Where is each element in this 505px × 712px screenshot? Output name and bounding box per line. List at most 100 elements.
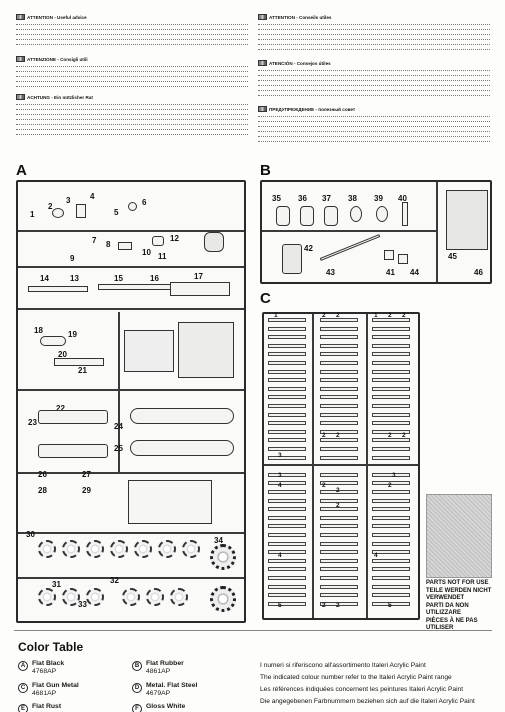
part-number: 2 [48,202,53,211]
track-label: 2 [322,432,326,439]
track-link [372,533,410,537]
track-link [268,576,306,580]
part-number: 18 [34,326,43,335]
track-link [372,567,410,572]
part-number: 21 [78,366,87,375]
part-number: 43 [326,268,335,277]
track-link [372,395,410,400]
track-link [372,386,410,391]
track-link [268,472,306,477]
part-number: 10 [142,248,151,257]
part-number: 41 [386,268,395,277]
track-link [268,584,306,589]
track-link [320,515,358,520]
part-number: 4 [90,192,95,201]
part-number: 22 [56,404,65,413]
track-label: 2 [388,312,392,319]
track-link [268,438,306,443]
part-number: 8 [106,240,111,249]
track-link [372,455,410,460]
sprue-b-frame: 35 36 37 38 39 40 41 42 43 44 45 46 [260,180,492,284]
track-link [372,378,410,383]
track-label: 3 [278,452,282,459]
part-number: 44 [410,268,419,277]
track-link [372,369,410,374]
track-label: 5 [278,602,282,609]
part-number: 30 [26,530,35,539]
track-link [320,395,358,400]
track-link [320,541,358,546]
track-link [320,335,358,340]
color-badge: D [132,683,142,693]
track-link [268,412,306,417]
part-number: 12 [170,234,179,243]
part-number: 24 [114,422,123,431]
part-number: 28 [38,486,47,495]
track-link [268,524,306,529]
warning-es-title: ATENCIÓN - Consejos útiles [269,60,331,66]
track-link [372,472,410,477]
color-table [14,630,492,712]
color-name: Gloss White [146,703,186,710]
track-link [320,490,358,494]
track-link [320,326,358,331]
track-link [372,550,410,555]
part-number: 11 [158,252,167,261]
track-label: 4 [374,552,378,559]
track-link [372,404,410,408]
track-link [320,343,358,348]
track-label: 2 [336,312,340,319]
flag-france-icon [258,14,267,20]
track-link [320,421,358,426]
not-for-use-line: VERWENDET [426,595,465,601]
track-link [268,429,306,434]
color-code: 4768AP [32,668,57,675]
track-link [268,378,306,383]
track-link [320,524,358,529]
part-number: 14 [40,274,49,283]
color-badge: A [18,661,28,671]
track-link [268,395,306,400]
track-link [268,335,306,340]
sprue-b-label: B [260,162,271,179]
part-number: 3 [66,196,71,205]
not-for-use-line: PARTS NOT FOR USE [426,580,489,586]
track-link [320,481,358,486]
track-link [320,412,358,417]
track-link [320,507,358,512]
track-link [268,498,306,503]
track-label: 2 [322,312,326,319]
track-link [372,558,410,563]
color-badge: F [132,704,142,712]
parts-not-for-use-area [426,494,492,578]
track-label: 2 [322,602,326,609]
color-code: 4681AP [32,690,57,697]
track-link [268,318,306,322]
color-name: Flat Gun Metal [32,682,79,689]
track-link [372,541,410,546]
track-link [320,361,358,365]
part-number: 26 [38,470,47,479]
part-number: 38 [348,194,357,203]
track-link [268,533,306,537]
track-link [268,507,306,512]
track-link [372,498,410,503]
track-link [372,361,410,365]
track-label: 1 [374,312,378,319]
track-link [268,481,306,486]
track-link [320,558,358,563]
part-number: 19 [68,330,77,339]
track-link [320,593,358,598]
track-link [320,404,358,408]
track-link [320,386,358,391]
flag-italy-icon [16,56,25,62]
track-link [268,421,306,426]
track-label: 4 [278,552,282,559]
track-link [372,326,410,331]
part-number: 1 [30,210,35,219]
track-link [372,601,410,606]
track-link [372,490,410,494]
